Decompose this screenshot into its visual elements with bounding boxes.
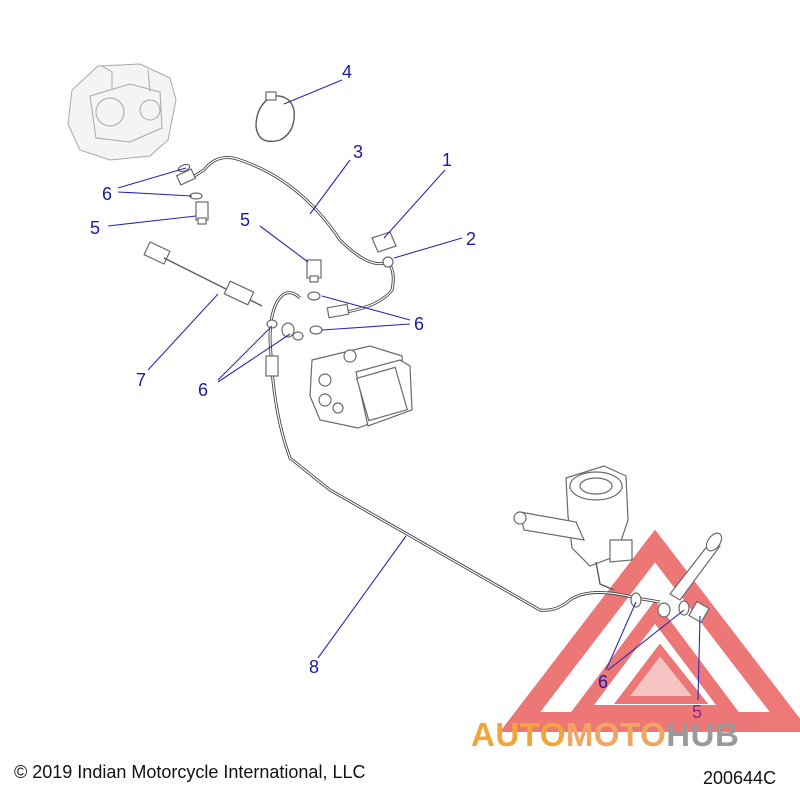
- callout-2: 2: [466, 229, 476, 249]
- callout-6-top: 6: [102, 184, 112, 204]
- banjo-bolt-center: [306, 259, 322, 283]
- banjo-bolt-left: [195, 201, 209, 225]
- master-cylinder: [513, 465, 633, 591]
- watermark-auto: AUTO: [471, 716, 566, 753]
- brake-caliper: [67, 63, 177, 161]
- callout-5-left: 5: [90, 218, 100, 238]
- callout-4: 4: [342, 62, 352, 82]
- brake-hose-7: [143, 241, 263, 307]
- brake-pedal-rod: [669, 532, 723, 601]
- callout-labels: 1 2 3 4 5 5 5 6 6 6 6 7 8: [90, 62, 702, 722]
- abs-module: [309, 345, 413, 429]
- clip-screw: [382, 256, 394, 268]
- brake-hose-3: [175, 156, 395, 319]
- watermark-text: AUTOMOTOHUB: [471, 716, 739, 754]
- callout-8: 8: [309, 657, 319, 677]
- watermark-moto: MOTO: [565, 716, 667, 753]
- diagram-part-number: 200644C: [703, 768, 777, 788]
- line-clip: [371, 231, 397, 253]
- callout-5-center: 5: [240, 210, 250, 230]
- cable-tie: [255, 91, 295, 143]
- callout-6-left: 6: [198, 380, 208, 400]
- leader-lines: [107, 79, 701, 701]
- banjo-bolt-right: [688, 600, 710, 624]
- callout-6-bottom: 6: [598, 672, 608, 692]
- copyright-notice: © 2019 Indian Motorcycle International, …: [14, 762, 366, 782]
- callout-5-right: 5: [692, 702, 702, 722]
- callout-1: 1: [442, 150, 452, 170]
- crush-washers: [177, 163, 690, 618]
- watermark-logo: [499, 529, 800, 732]
- callout-7: 7: [136, 370, 146, 390]
- callout-3: 3: [353, 142, 363, 162]
- callout-6-right: 6: [414, 314, 424, 334]
- brake-line-8: [265, 291, 661, 612]
- watermark-hub: HUB: [666, 716, 740, 753]
